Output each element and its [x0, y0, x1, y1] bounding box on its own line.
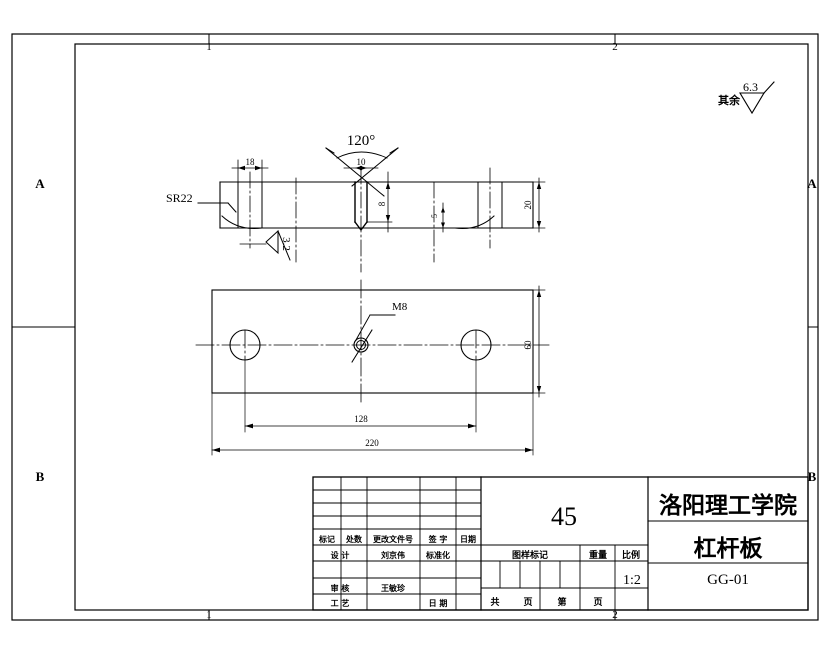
tb-scale-value: 1:2	[623, 573, 641, 588]
tb-sheet-no-label: 第	[557, 596, 566, 608]
tb-drawing-number: GG-01	[707, 572, 749, 588]
countersink-line-left	[325, 147, 385, 197]
tb-sheet-page-unit: 页	[523, 597, 532, 608]
dim-text-20: 20	[523, 200, 533, 210]
dim-text-60: 60	[523, 340, 533, 350]
note-120-deg: 120°	[347, 133, 376, 149]
countersink-line-right	[351, 147, 399, 187]
dim-128-arrow-right	[468, 423, 476, 429]
tb-row0-role2: 标准化	[425, 550, 450, 560]
dim-20-arrow-top	[536, 182, 542, 189]
dim-text-5: 5	[430, 214, 439, 218]
roughness-32-tail	[277, 230, 291, 261]
tb-mark-label: 图样标记	[512, 549, 548, 561]
dim-text-18: 18	[246, 157, 256, 167]
dim-60-arrow-bot	[536, 386, 542, 393]
tb-institute: 洛阳理工学院	[659, 492, 797, 519]
general-note-label: 其余	[718, 93, 741, 107]
tb-sheet-no-unit: 页	[593, 597, 602, 608]
tb-rev-header-1: 处数	[345, 534, 363, 544]
tb-part-name: 杠杆板	[694, 536, 764, 562]
front-left-chamfer-arc	[221, 215, 263, 229]
countersink-arc	[336, 151, 388, 159]
tb-row2-role: 审 核	[331, 583, 350, 593]
countersink-arrow-right	[389, 147, 399, 154]
dim-10-arrow-right	[360, 165, 367, 171]
dim-text-220: 220	[365, 438, 379, 448]
tb-rev-header-0: 标记	[318, 534, 335, 544]
dim-text-8: 8	[377, 201, 387, 206]
zone-number-top-2: 2	[612, 41, 618, 53]
zone-letter-right-b: B	[808, 469, 817, 484]
sheet-inner-frame	[74, 43, 809, 611]
zone-number-top-1: 1	[206, 41, 212, 53]
front-right-chamfer-arc	[454, 215, 495, 229]
general-roughness-tail	[763, 81, 775, 94]
tb-sheet-total-label: 共	[490, 596, 499, 608]
countersink-arrow-left	[325, 147, 335, 154]
note-m8: M8	[392, 301, 408, 313]
dim-8-arrow-top	[385, 182, 391, 189]
roughness-local-32: 3.2	[280, 237, 292, 251]
dim-text-10: 10	[357, 157, 367, 167]
general-roughness-triangle	[739, 92, 765, 115]
tb-row3-role2: 日 期	[429, 598, 448, 608]
sr22-leader-arrow	[227, 202, 237, 213]
zone-letter-left-a: A	[35, 176, 45, 191]
zone-letter-right-a: A	[807, 176, 817, 191]
dim-8-arrow-bot	[385, 215, 391, 222]
tb-rev-header-3: 签 字	[428, 534, 448, 544]
title-block-outline	[312, 476, 809, 611]
tb-row3-role: 工 艺	[331, 598, 350, 608]
m8-leader-slant	[355, 314, 371, 341]
dim-18-arrow-left	[238, 165, 245, 171]
zone-letter-left-b: B	[36, 469, 45, 484]
dim-text-128: 128	[354, 414, 368, 424]
dim-5-arrow-bot	[441, 222, 445, 228]
dim-5-arrow-top	[441, 207, 445, 213]
sheet-outer-border	[11, 33, 819, 621]
dim-128-arrow-left	[245, 423, 253, 429]
tb-rev-header-4: 日期	[460, 534, 476, 544]
tb-row0-name: 刘京伟	[381, 550, 405, 560]
tb-row0-role: 设 计	[331, 550, 350, 560]
tb-weight-label: 重量	[589, 549, 607, 561]
dim-220-arrow-right	[525, 447, 533, 453]
tb-scale-label: 比例	[622, 549, 640, 561]
dim-220-arrow-left	[212, 447, 220, 453]
general-note-roughness: 6.3	[743, 80, 758, 94]
note-sr22: SR22	[166, 191, 193, 205]
tb-material: 45	[551, 502, 577, 531]
zone-number-bottom-1: 1	[206, 609, 212, 621]
tb-rev-header-2: 更改文件号	[373, 534, 413, 544]
dim-18-arrow-right	[255, 165, 262, 171]
tb-row2-name: 王敏珍	[381, 583, 406, 593]
dim-20-arrow-bot	[536, 221, 542, 228]
roughness-32-triangle	[265, 229, 279, 255]
zone-number-bottom-2: 2	[612, 609, 618, 621]
dim-60-arrow-top	[536, 290, 542, 297]
top-view-outline	[211, 289, 534, 394]
m8-cut-line	[351, 329, 373, 363]
